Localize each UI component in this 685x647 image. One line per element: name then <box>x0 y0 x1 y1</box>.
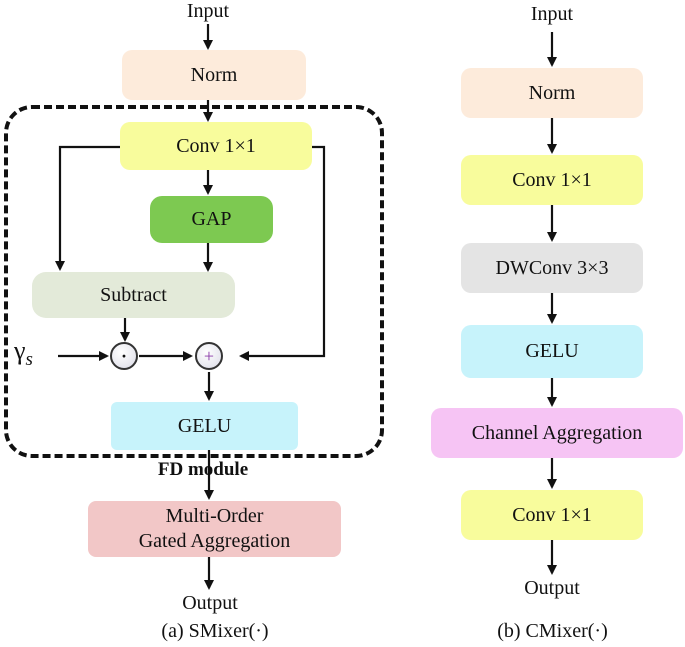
cmixer-conv2-block: Conv 1×1 <box>461 490 643 540</box>
smixer-norm-block: Norm <box>122 50 306 100</box>
dwconv-block: DWConv 3×3 <box>461 243 643 293</box>
arrow-conv-skip-to-add <box>239 145 326 361</box>
smixer-input-label: Input <box>186 0 230 22</box>
cmixer-norm-block: Norm <box>461 68 643 118</box>
subtract-label: Subtract <box>100 283 167 306</box>
smixer-conv-label: Conv 1×1 <box>176 134 256 157</box>
fd-module-label: FD module <box>157 459 249 480</box>
cmixer-norm-label: Norm <box>528 81 576 104</box>
multiply-operator-icon: · <box>110 342 138 370</box>
cmixer-caption: (b) CMixer(·) <box>497 620 608 642</box>
moga-label-line2: Gated Aggregation <box>138 530 291 552</box>
gamma-letter: γ <box>14 336 26 365</box>
channel-aggregation-block: Channel Aggregation <box>431 408 683 458</box>
gamma-s-symbol: γs <box>14 336 54 371</box>
smixer-norm-label: Norm <box>190 63 238 86</box>
cmixer-gelu-block: GELU <box>461 325 643 378</box>
add-operator-icon: + <box>195 342 223 370</box>
smixer-conv-block: Conv 1×1 <box>120 122 312 170</box>
gap-block: GAP <box>150 196 273 243</box>
fd-module-frame <box>4 105 384 458</box>
gamma-subscript: s <box>25 349 33 371</box>
cmixer-input-label: Input <box>530 3 574 25</box>
cmixer-conv1-label: Conv 1×1 <box>512 168 592 191</box>
add-symbol: + <box>203 346 215 366</box>
gap-label: GAP <box>191 208 232 230</box>
channel-aggregation-label: Channel Aggregation <box>471 421 643 444</box>
cmixer-conv1-block: Conv 1×1 <box>461 155 643 205</box>
cmixer-conv2-label: Conv 1×1 <box>512 503 592 526</box>
multiply-symbol: · <box>120 346 127 366</box>
smixer-gelu-block: GELU <box>111 402 298 450</box>
subtract-block: Subtract <box>32 272 235 318</box>
cmixer-gelu-label: GELU <box>525 340 579 362</box>
moga-block: Multi-Order Gated Aggregation <box>88 501 341 557</box>
dwconv-label: DWConv 3×3 <box>495 256 609 279</box>
moga-label-line1: Multi-Order <box>165 505 264 527</box>
smixer-gelu-label: GELU <box>177 414 232 437</box>
arrow-conv-to-subtract <box>55 145 120 271</box>
cmixer-output-label: Output <box>524 577 580 599</box>
smixer-caption: (a) SMixer(·) <box>161 620 269 642</box>
smixer-output-label: Output <box>182 592 238 614</box>
